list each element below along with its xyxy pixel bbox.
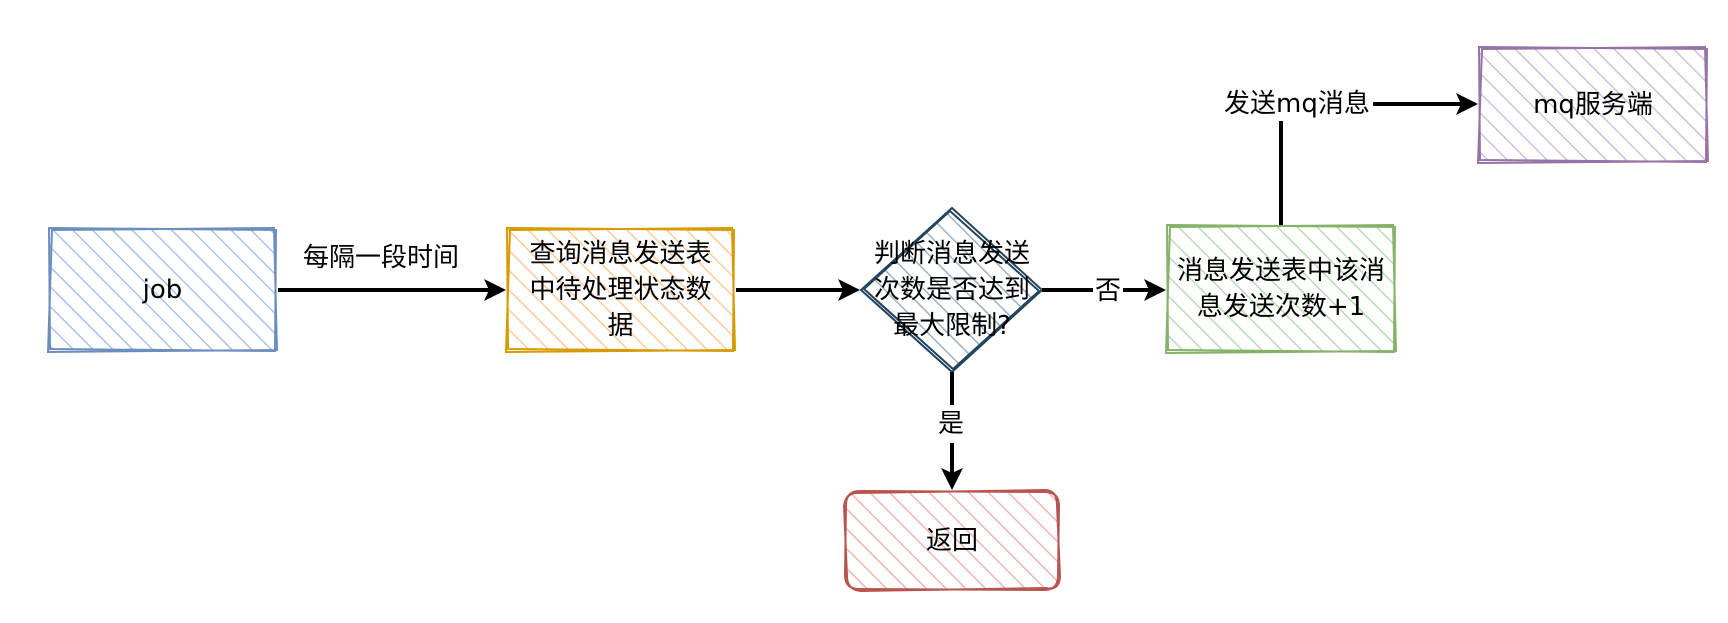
edge-label-interval: 每隔一段时间 bbox=[303, 243, 460, 273]
edge-label-send-mq: 发送mq消息 bbox=[1221, 87, 1373, 121]
mq-server-node-shape bbox=[1476, 45, 1710, 165]
return-node-shape bbox=[842, 488, 1062, 593]
query-node-label: 查询消息发送表中待处理状态数据 bbox=[529, 238, 712, 341]
increment-node-shape bbox=[1164, 223, 1398, 355]
return-node-label: 返回 bbox=[925, 526, 978, 556]
edge-job-to-query bbox=[278, 279, 506, 301]
query-node-shape bbox=[504, 226, 737, 354]
increment-node-label: 消息发送表中该消息发送次数+1 bbox=[1176, 255, 1385, 322]
decision-node: 判断消息发送次数是否达到最大限制? bbox=[862, 210, 1042, 370]
mq-server-node-label: mq服务端 bbox=[1533, 89, 1653, 120]
edge-label-no: 否 bbox=[1093, 274, 1124, 308]
mq-server-node: mq服务端 bbox=[1480, 48, 1706, 161]
return-node: 返回 bbox=[846, 492, 1058, 590]
job-node-shape bbox=[46, 226, 279, 354]
edge-query-to-decision bbox=[736, 279, 860, 301]
job-node: job bbox=[50, 229, 275, 350]
query-node: 查询消息发送表中待处理状态数据 bbox=[512, 229, 729, 350]
edge-label-yes: 是 bbox=[938, 405, 965, 443]
job-node-label: job bbox=[142, 274, 183, 305]
decision-node-label: 判断消息发送次数是否达到最大限制? bbox=[873, 239, 1030, 341]
increment-node: 消息发送表中该消息发送次数+1 bbox=[1168, 226, 1394, 351]
